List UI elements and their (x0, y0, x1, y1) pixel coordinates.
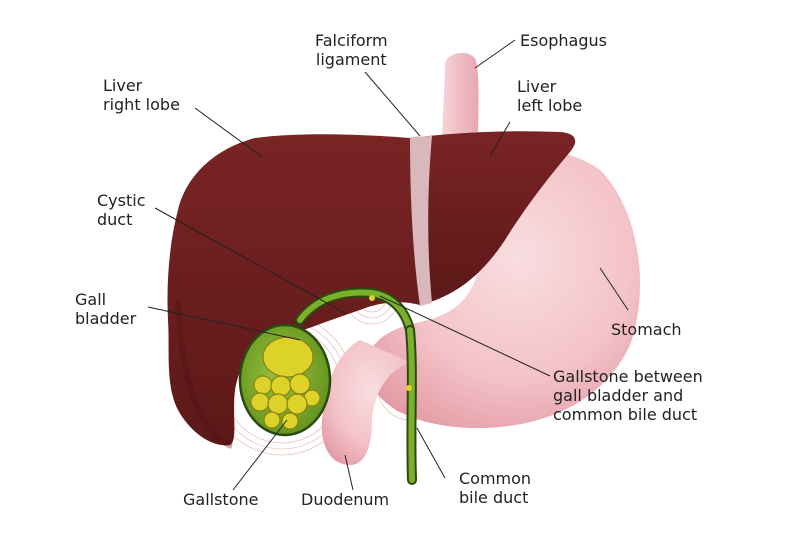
stomach (367, 144, 640, 429)
label-duodenum: Duodenum (301, 490, 390, 509)
duct-gallstone (406, 385, 412, 391)
falciform-ligament (410, 136, 432, 306)
esophagus (442, 52, 479, 150)
leader-lines (147, 39, 629, 491)
liver-left-lobe (410, 131, 576, 305)
label-esophagus: Esophagus (520, 31, 607, 50)
duodenum (321, 340, 410, 465)
lodged-gallstone (369, 295, 375, 301)
gallstones (250, 336, 321, 430)
label-gallstone: Gallstone (183, 490, 259, 509)
liver-right-lobe (167, 134, 420, 446)
label-stomach: Stomach (611, 320, 682, 339)
